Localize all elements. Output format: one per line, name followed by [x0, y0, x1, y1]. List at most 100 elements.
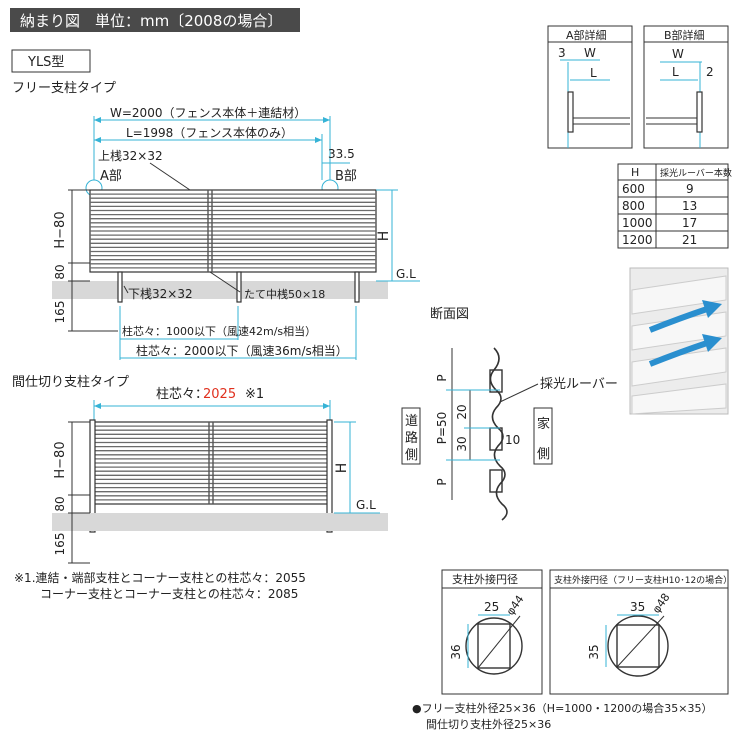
- house-side-box: [533, 407, 553, 465]
- free-post-middle: [236, 271, 242, 303]
- partition-pitch-prefix: 柱芯々：: [156, 387, 208, 402]
- mid-rail-label: たて中桟50×18: [244, 287, 325, 301]
- airflow-arrow-icon: [648, 305, 711, 333]
- partition-pitch-value: 2025: [203, 387, 236, 402]
- free-l-label: L=1998（フェンス本体のみ）: [126, 126, 293, 140]
- partition-post-title: 間仕切り支柱タイプ: [12, 375, 129, 390]
- detail-b-2: 2: [706, 65, 714, 79]
- partition-gl: G.L: [356, 498, 376, 512]
- partition-h-minus-80: H−80: [53, 441, 68, 478]
- table-header-count: 採光ルーバー本数: [660, 167, 732, 179]
- partition-fence-slats: [94, 425, 328, 501]
- circle-left-w: 25: [484, 600, 499, 614]
- partition-fence-panel: [93, 421, 329, 505]
- partition-pitch-dimension: [93, 400, 331, 420]
- free-80: 80: [53, 264, 67, 279]
- partition-h: H: [334, 463, 350, 474]
- free-fence-slats: [90, 193, 376, 269]
- section-20: 20: [455, 404, 469, 419]
- table-count-1200: 21: [682, 233, 697, 247]
- circle-left-h: 36: [449, 644, 463, 659]
- circle-diagram-right: [549, 569, 729, 695]
- section-p-top: P: [435, 374, 449, 381]
- free-fence-panel: [89, 189, 377, 273]
- free-post-right: [354, 271, 360, 303]
- detail-b-box: [643, 25, 729, 149]
- free-gl: G.L: [396, 267, 416, 281]
- road-side-box: [401, 407, 421, 465]
- note-2: コーナー支柱とコーナー支柱との柱芯々：2085: [40, 586, 298, 601]
- bullet-1: ●フリー支柱外径25×36（H=1000・1200の場合35×35）: [412, 701, 713, 715]
- free-post-title: フリー支柱タイプ: [12, 81, 116, 96]
- circle-right-title: 支柱外接円径（フリー支柱H10･12の場合）: [554, 574, 732, 586]
- table-h-800: 800: [622, 199, 645, 213]
- partition-post-right: [326, 419, 333, 533]
- free-vertical-dimensions: [68, 189, 420, 332]
- top-rail-leader: [149, 162, 191, 191]
- airflow-arrow-icon-2: [648, 339, 711, 367]
- circle-diagram-left: [441, 569, 543, 695]
- section-p-bottom: P: [435, 478, 449, 485]
- dim-33-5: 33.5: [328, 147, 355, 161]
- detail-a-w: W: [584, 46, 596, 60]
- louver-label: 採光ルーバー: [540, 377, 618, 392]
- free-w-label: W=2000（フェンス本体＋連結材）: [110, 106, 306, 120]
- free-l-dimension: [94, 134, 323, 180]
- house-side-label: 家側: [537, 416, 550, 462]
- pitch-2000: 柱芯々：2000以下（風速36m/s相当）: [136, 343, 348, 358]
- table-h-600: 600: [622, 182, 645, 196]
- free-post-left: [117, 271, 123, 303]
- pitch-1000: 柱芯々：1000以下（風速42m/s相当）: [122, 324, 316, 338]
- circle-left-title: 支柱外接円径: [452, 572, 518, 586]
- partition-165: 165: [53, 533, 67, 556]
- note-1: ※1.連結・端部支柱とコーナー支柱との柱芯々：2055: [14, 570, 306, 585]
- model-label: YLS型: [27, 55, 64, 70]
- detail-a-title: A部詳細: [566, 28, 607, 42]
- detail-b-w: W: [672, 47, 684, 61]
- partition-ground: [52, 513, 388, 531]
- table-count-800: 13: [682, 199, 697, 213]
- section-10: 10: [505, 433, 520, 447]
- free-ground: [52, 281, 388, 299]
- section-dimensions: [446, 348, 500, 500]
- circle-right-w: 35: [630, 600, 645, 614]
- table-count-600: 9: [686, 182, 694, 196]
- detail-a-box: [547, 25, 633, 149]
- section-p50: P=50: [435, 412, 449, 445]
- partition-80: 80: [53, 496, 67, 511]
- free-w-dimension: [93, 116, 331, 180]
- partition-vertical-dimensions: [68, 421, 380, 564]
- detail-a-l: L: [590, 66, 597, 80]
- mid-rail-leader: [209, 271, 241, 293]
- part-a-label: A部: [100, 169, 122, 184]
- partition-pitch-note: ※1: [245, 387, 264, 402]
- louver-count-table: [617, 163, 729, 249]
- header-bar: [10, 8, 300, 32]
- partition-post-left: [89, 419, 96, 533]
- bullet-2: 間仕切り支柱外径25×36: [426, 717, 551, 731]
- bottom-rail-label: 下桟32×32: [128, 287, 193, 301]
- free-pitch-dimensions: [119, 306, 357, 360]
- louver-leader: [499, 383, 539, 403]
- page-title: 納まり図 単位：mm〔2008の場合〕: [20, 12, 282, 30]
- section-profile: [489, 347, 508, 521]
- free-h: H: [376, 231, 392, 242]
- table-count-1000: 17: [682, 216, 697, 230]
- top-rail-label: 上桟32×32: [98, 149, 163, 163]
- free-h-minus-80: H−80: [53, 211, 68, 248]
- table-h-1000: 1000: [622, 216, 653, 230]
- free-165: 165: [53, 301, 67, 324]
- circle-right-h: 35: [587, 644, 601, 659]
- model-box: [11, 49, 91, 73]
- table-h-1200: 1200: [622, 233, 653, 247]
- detail-b-title: B部詳細: [664, 28, 705, 42]
- section-30: 30: [455, 436, 469, 451]
- detail-b-l: L: [672, 65, 679, 79]
- louver-photo: [629, 267, 729, 415]
- road-side-label: 道路側: [405, 414, 418, 463]
- part-b-label: B部: [335, 169, 357, 184]
- table-header-h: H: [631, 166, 639, 179]
- detail-a-3: 3: [558, 46, 566, 60]
- bottom-rail-leader: [123, 285, 129, 294]
